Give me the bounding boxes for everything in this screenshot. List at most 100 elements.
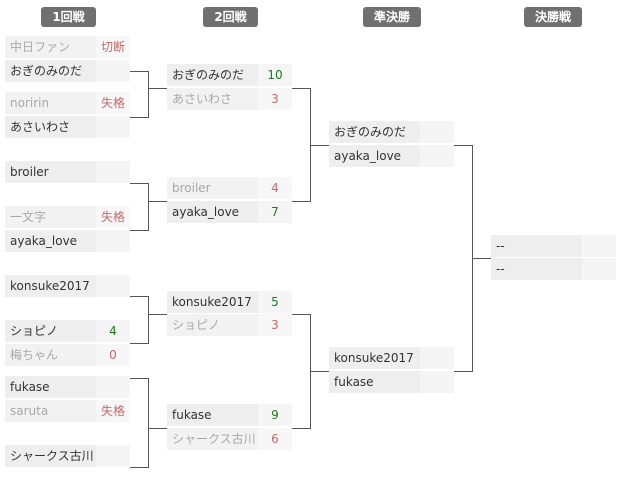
bracket-entry[interactable]: fukase xyxy=(5,376,130,398)
entry-score: 切断 xyxy=(96,36,130,58)
entry-name: fukase xyxy=(172,408,212,422)
connector-line xyxy=(148,71,149,118)
entry-name: ショピノ xyxy=(10,324,59,338)
entry-name: 一文字 xyxy=(10,210,47,224)
entry-name: 梅ちゃん xyxy=(10,348,59,362)
connector-line xyxy=(454,145,472,146)
entry-name: あさいわさ xyxy=(172,92,233,106)
entry-name: konsuke2017 xyxy=(172,295,252,309)
entry-score xyxy=(96,275,130,297)
connector-line xyxy=(292,88,310,89)
entry-score xyxy=(582,235,616,257)
entry-name: fukase xyxy=(334,375,374,389)
entry-name: シャークス古川 xyxy=(10,449,94,463)
connector-line xyxy=(130,230,148,231)
bracket-entry[interactable]: ayaka_love xyxy=(5,230,130,252)
entry-score xyxy=(582,258,616,280)
bracket-entry[interactable]: saruta 失格 xyxy=(5,400,130,422)
bracket-entry[interactable]: fukase xyxy=(329,371,454,393)
entry-score xyxy=(96,60,130,82)
entry-name: -- xyxy=(496,262,505,276)
round-header-2: 2回戦 xyxy=(203,7,258,27)
bracket-entry[interactable]: ショピノ 3 xyxy=(167,314,292,336)
bracket-entry[interactable]: ayaka_love xyxy=(329,145,454,167)
bracket-entry[interactable]: -- xyxy=(491,235,616,257)
bracket-entry[interactable]: konsuke2017 5 xyxy=(167,291,292,313)
bracket-entry[interactable]: ショピノ 4 xyxy=(5,320,130,342)
bracket-entry[interactable]: broiler xyxy=(5,161,130,183)
bracket-entry[interactable]: -- xyxy=(491,258,616,280)
entry-name: シャークス古川 xyxy=(172,432,256,446)
entry-name: あさいわさ xyxy=(10,120,71,134)
connector-line xyxy=(292,428,310,429)
connector-line xyxy=(130,378,148,379)
entry-score xyxy=(420,121,454,143)
bracket-entry[interactable]: broiler 4 xyxy=(167,177,292,199)
connector-line xyxy=(454,371,472,372)
connector-line xyxy=(130,343,148,344)
connector-line xyxy=(292,201,310,202)
entry-score xyxy=(96,376,130,398)
entry-name: broiler xyxy=(172,181,211,195)
entry-name: ayaka_love xyxy=(334,149,402,163)
entry-name: 中日ファン xyxy=(10,40,71,54)
connector-line xyxy=(310,371,329,372)
entry-name: おぎのみのだ xyxy=(172,68,245,82)
connector-line xyxy=(130,296,148,297)
entry-score: 10 xyxy=(258,64,292,86)
connector-line xyxy=(130,183,148,184)
entry-score: 6 xyxy=(258,428,292,450)
entry-name: ayaka_love xyxy=(172,205,240,219)
entry-score: 失格 xyxy=(96,206,130,228)
bracket-entry[interactable]: konsuke2017 xyxy=(329,347,454,369)
bracket-entry[interactable]: 中日ファン 切断 xyxy=(5,36,130,58)
entry-score: 9 xyxy=(258,404,292,426)
entry-score: 4 xyxy=(258,177,292,199)
connector-line xyxy=(148,428,167,429)
entry-name: konsuke2017 xyxy=(10,279,90,293)
bracket-entry[interactable]: fukase 9 xyxy=(167,404,292,426)
entry-score xyxy=(96,116,130,138)
bracket-entry[interactable]: おぎのみのだ xyxy=(329,121,454,143)
connector-line xyxy=(310,145,329,146)
entry-score: 失格 xyxy=(96,400,130,422)
connector-line xyxy=(148,378,149,468)
connector-line xyxy=(148,296,149,344)
entry-name: konsuke2017 xyxy=(334,351,414,365)
bracket-entry[interactable]: あさいわさ xyxy=(5,116,130,138)
entry-name: -- xyxy=(496,239,505,253)
entry-score: 4 xyxy=(96,320,130,342)
connector-line xyxy=(130,117,148,118)
entry-score: 3 xyxy=(258,314,292,336)
entry-score: 0 xyxy=(96,344,130,366)
entry-name: おぎのみのだ xyxy=(334,125,407,139)
bracket-entry[interactable]: 梅ちゃん 0 xyxy=(5,344,130,366)
entry-name: saruta xyxy=(10,404,49,418)
bracket-entry[interactable]: 一文字 失格 xyxy=(5,206,130,228)
connector-line xyxy=(130,71,148,72)
entry-name: noririn xyxy=(10,96,50,110)
bracket-entry[interactable]: おぎのみのだ 10 xyxy=(167,64,292,86)
entry-score xyxy=(96,445,130,467)
connector-line xyxy=(130,467,148,468)
connector-line xyxy=(148,88,167,89)
entry-score: 5 xyxy=(258,291,292,313)
connector-line xyxy=(472,258,491,259)
bracket-entry[interactable]: konsuke2017 xyxy=(5,275,130,297)
entry-score xyxy=(420,145,454,167)
bracket-entry[interactable]: シャークス古川 xyxy=(5,445,130,467)
entry-score xyxy=(420,347,454,369)
entry-score xyxy=(96,230,130,252)
entry-score xyxy=(420,371,454,393)
entry-name: broiler xyxy=(10,165,49,179)
connector-line xyxy=(148,183,149,231)
entry-score xyxy=(96,161,130,183)
entry-name: ショピノ xyxy=(172,318,221,332)
entry-name: おぎのみのだ xyxy=(10,64,83,78)
connector-line xyxy=(148,314,167,315)
bracket-entry[interactable]: おぎのみのだ xyxy=(5,60,130,82)
